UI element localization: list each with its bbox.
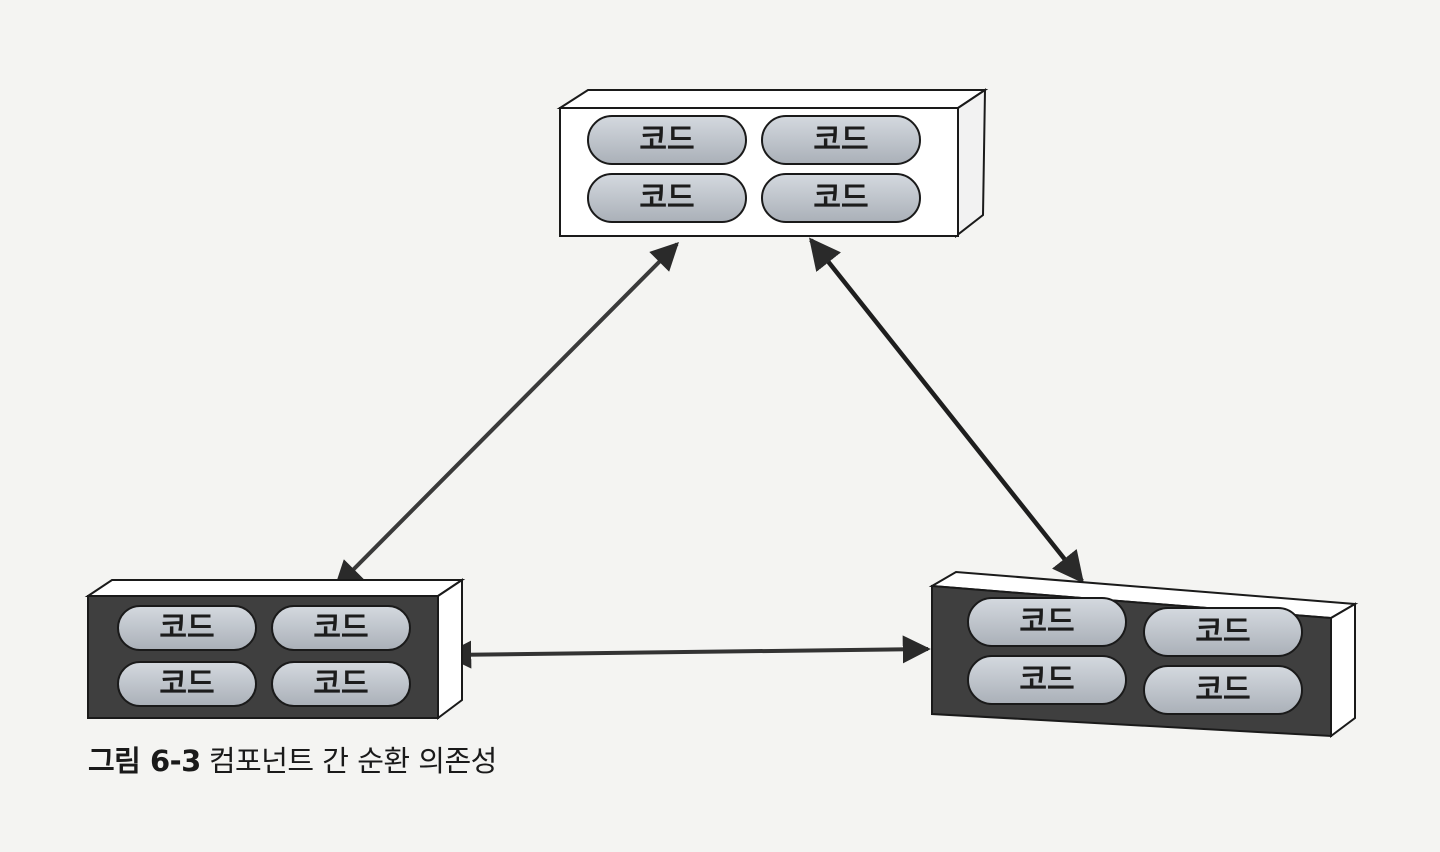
code-module: 코드 (761, 173, 921, 223)
code-module: 코드 (967, 597, 1127, 647)
figure-caption-text: 컴포넌트 간 순환 의존성 (208, 744, 497, 778)
code-label: 코드 (639, 181, 694, 216)
code-module: 코드 (117, 661, 257, 707)
component-left: 코드 코드 코드 코드 (84, 578, 466, 720)
arrow-top-left (334, 242, 679, 589)
code-module: 코드 (117, 605, 257, 651)
code-label: 코드 (1019, 663, 1074, 698)
code-module: 코드 (1143, 665, 1303, 715)
code-module: 코드 (761, 115, 921, 165)
code-label: 코드 (1019, 605, 1074, 640)
arrow-top-right (809, 237, 1084, 584)
code-label: 코드 (313, 611, 368, 646)
code-module: 코드 (587, 115, 747, 165)
code-label: 코드 (813, 123, 868, 158)
code-label: 코드 (313, 667, 368, 702)
component-right: 코드 코드 코드 코드 (928, 570, 1359, 738)
code-label: 코드 (1195, 673, 1250, 708)
code-module: 코드 (271, 605, 411, 651)
code-module: 코드 (271, 661, 411, 707)
code-module: 코드 (1143, 607, 1303, 657)
code-module: 코드 (587, 173, 747, 223)
figure-number: 그림 6-3 (88, 744, 201, 778)
component-top: 코드 코드 코드 코드 (556, 88, 989, 239)
code-label: 코드 (159, 611, 214, 646)
code-label: 코드 (159, 667, 214, 702)
code-label: 코드 (639, 123, 694, 158)
code-module: 코드 (967, 655, 1127, 705)
dependency-arrows (334, 237, 1084, 669)
code-label: 코드 (1195, 615, 1250, 650)
arrow-left-right (443, 635, 931, 669)
code-label: 코드 (813, 181, 868, 216)
